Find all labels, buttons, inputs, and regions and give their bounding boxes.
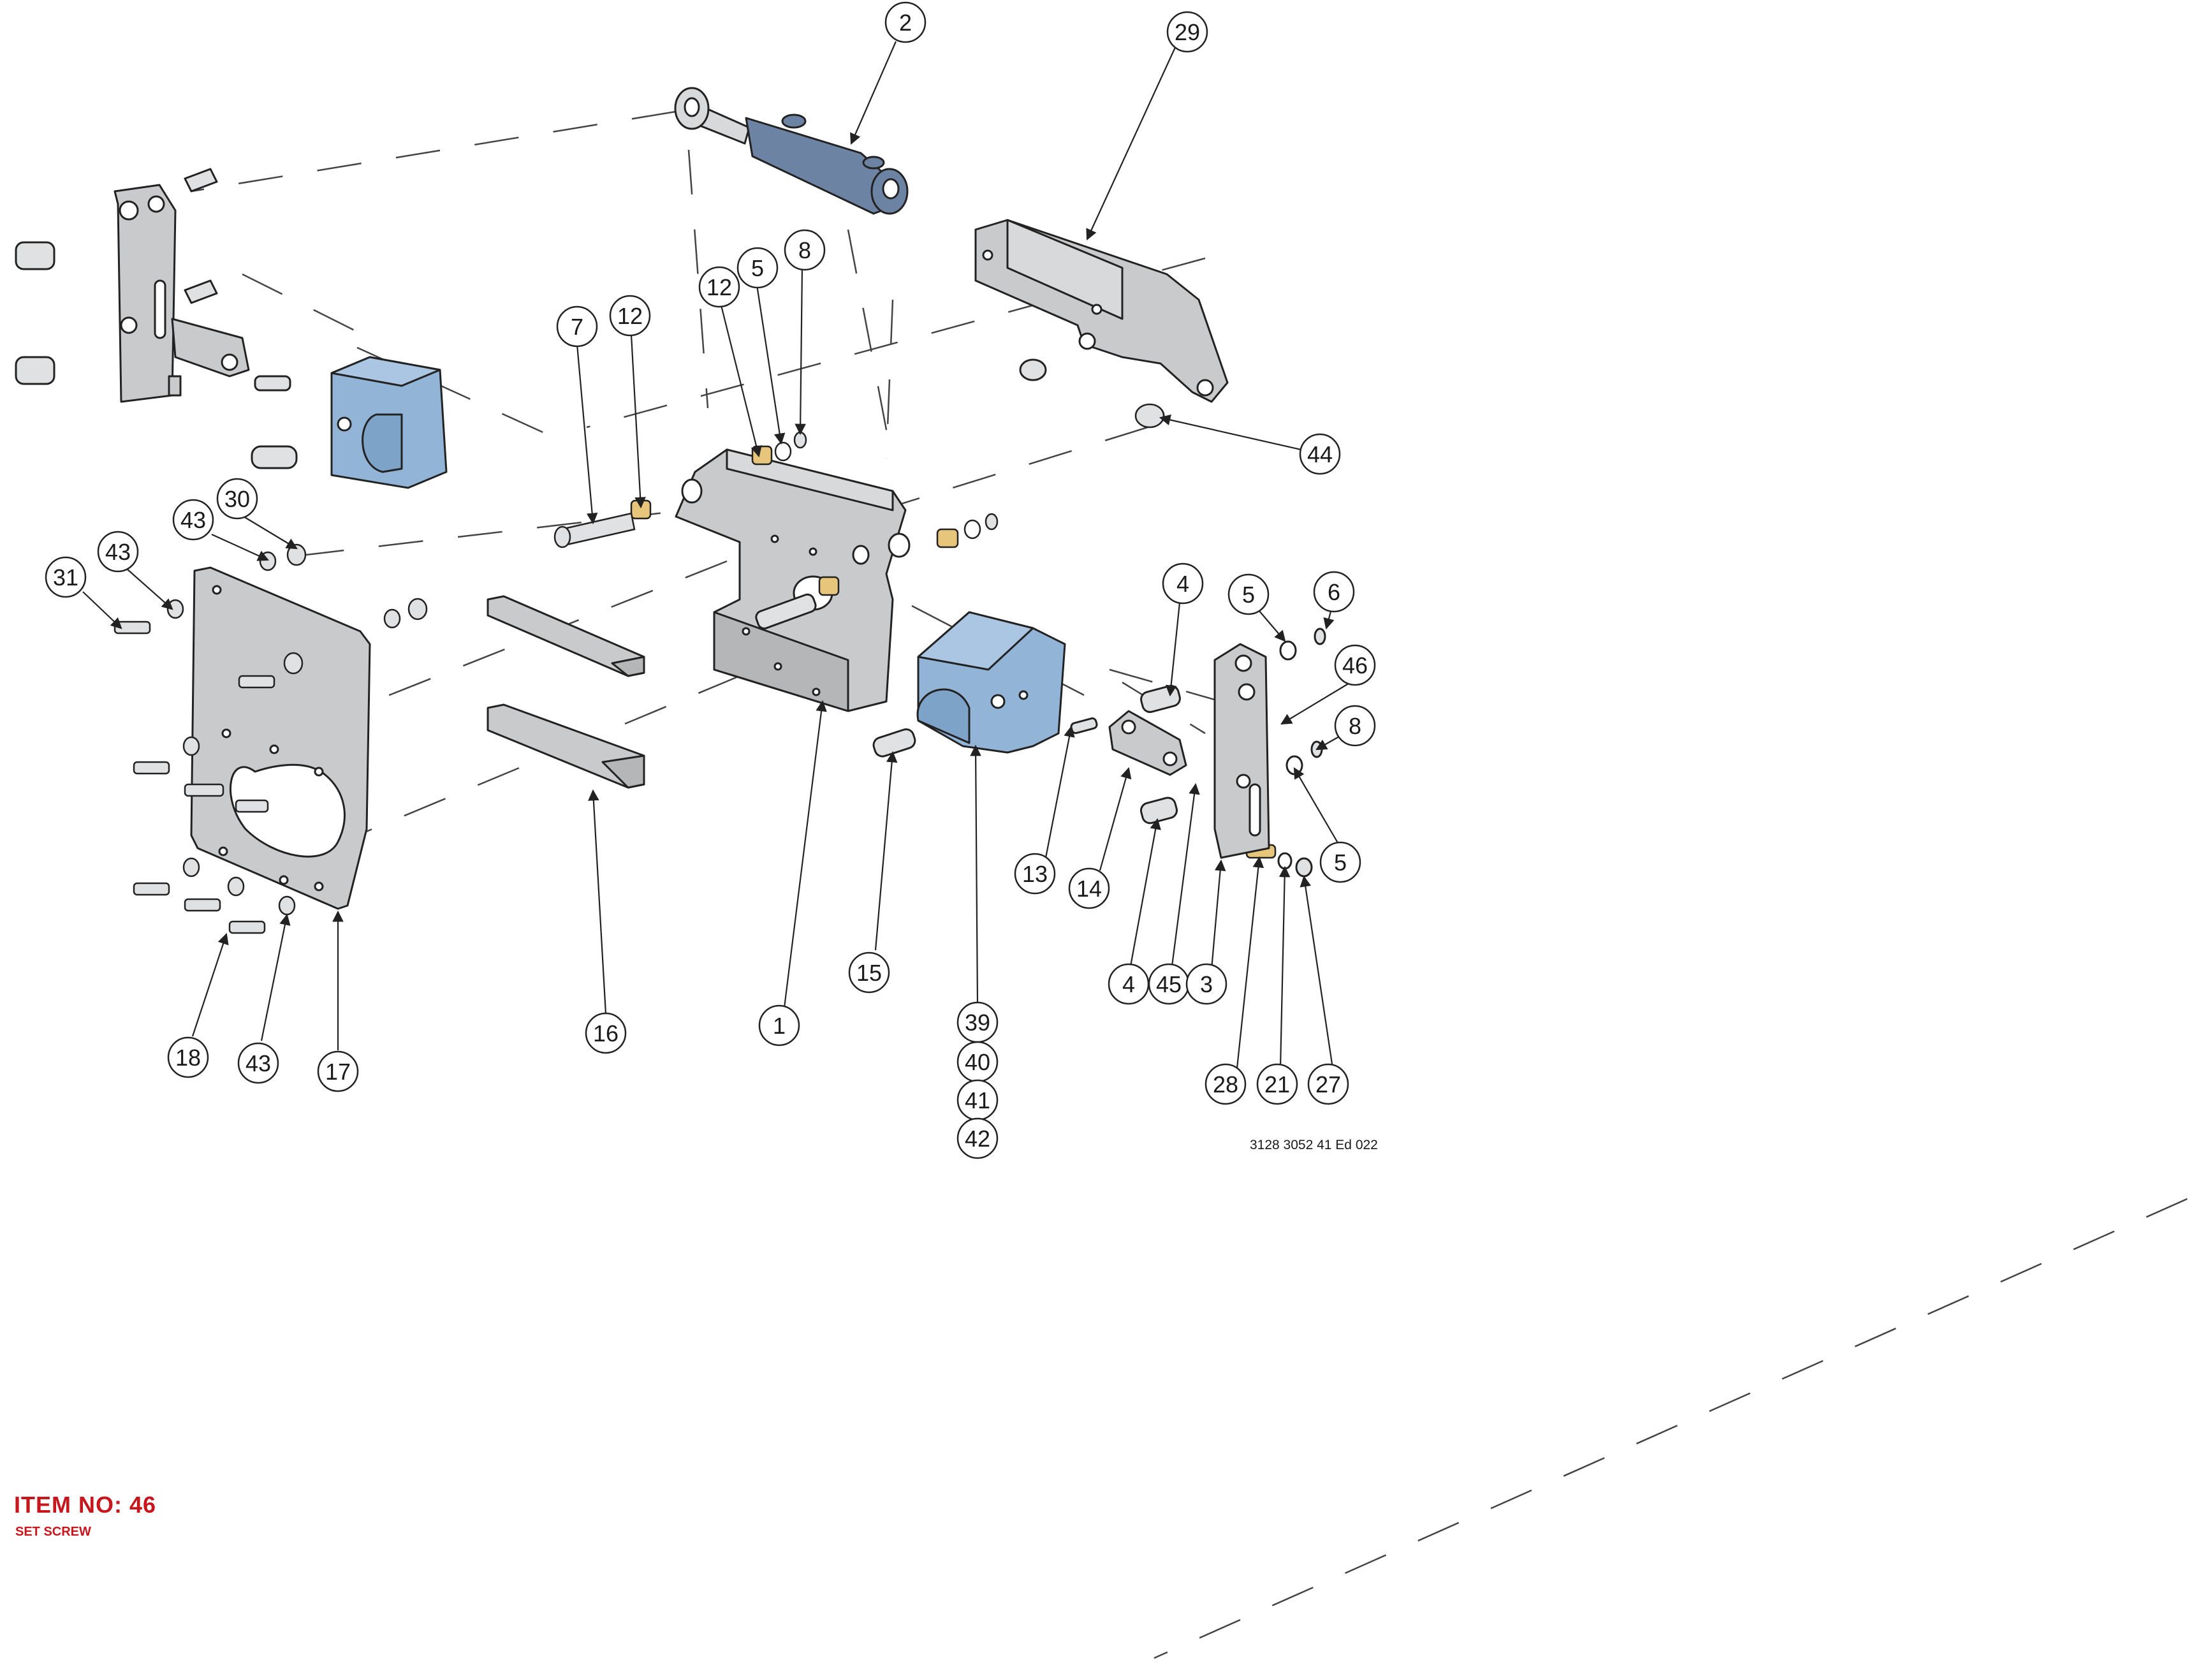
callout-42: 42 — [956, 1117, 999, 1159]
callout-5: 5 — [1319, 841, 1361, 883]
callout-15: 15 — [848, 951, 890, 994]
svg-text:39: 39 — [965, 1010, 990, 1036]
callout-45: 45 — [1148, 963, 1190, 1005]
callout-7: 7 — [556, 305, 598, 348]
right-lever-arm — [1139, 628, 1326, 878]
main-bracket — [675, 448, 911, 712]
callout-29: 29 — [1166, 11, 1208, 53]
callout-5: 5 — [736, 247, 779, 289]
callout-2: 2 — [884, 1, 927, 43]
svg-text:43: 43 — [245, 1050, 271, 1076]
item-description: SET SCREW — [15, 1525, 91, 1539]
svg-text:12: 12 — [707, 274, 732, 300]
svg-text:5: 5 — [1334, 849, 1347, 876]
callout-5: 5 — [1227, 573, 1270, 615]
svg-text:3: 3 — [1200, 971, 1213, 997]
callout-13: 13 — [1014, 853, 1056, 895]
callout-41: 41 — [956, 1079, 999, 1121]
callout-6: 6 — [1313, 571, 1355, 613]
callout-16: 16 — [585, 1012, 627, 1054]
svg-text:16: 16 — [593, 1020, 619, 1046]
svg-text:5: 5 — [1242, 582, 1255, 608]
callout-21: 21 — [1256, 1063, 1298, 1105]
callout-17: 17 — [317, 1050, 359, 1092]
svg-text:4: 4 — [1176, 571, 1189, 597]
svg-text:2: 2 — [899, 10, 912, 36]
callout-4: 4 — [1162, 562, 1204, 605]
callout-27: 27 — [1307, 1063, 1349, 1105]
svg-text:28: 28 — [1213, 1071, 1238, 1098]
svg-text:18: 18 — [175, 1045, 201, 1071]
callout-28: 28 — [1205, 1063, 1247, 1105]
callout-43: 43 — [97, 531, 139, 573]
callout-12: 12 — [609, 295, 651, 337]
callout-3: 3 — [1185, 963, 1227, 1005]
callout-leaders — [82, 41, 1351, 1069]
svg-text:14: 14 — [1076, 876, 1102, 902]
hydraulic-cylinder — [674, 87, 909, 215]
document-code: 3128 3052 41 Ed 022 — [1250, 1138, 1378, 1152]
svg-text:29: 29 — [1175, 19, 1200, 45]
spacer-44 — [1134, 403, 1165, 429]
callout-12: 12 — [698, 266, 740, 308]
svg-text:21: 21 — [1264, 1071, 1290, 1098]
svg-text:8: 8 — [1349, 713, 1361, 739]
right-blue-housing — [872, 611, 1098, 758]
angle-brackets — [487, 595, 645, 789]
svg-text:1: 1 — [773, 1013, 786, 1039]
svg-text:45: 45 — [1156, 971, 1182, 997]
callout-1: 1 — [758, 1004, 800, 1046]
callout-44: 44 — [1299, 433, 1341, 475]
svg-text:41: 41 — [965, 1087, 990, 1113]
guard-bracket — [974, 219, 1229, 427]
callout-14: 14 — [1068, 867, 1110, 909]
left-blue-housing — [251, 356, 448, 489]
callout-46: 46 — [1334, 644, 1376, 686]
svg-text:5: 5 — [751, 255, 764, 281]
svg-text:43: 43 — [105, 539, 131, 565]
svg-text:31: 31 — [53, 564, 78, 591]
svg-text:46: 46 — [1342, 652, 1368, 679]
callout-8: 8 — [1334, 705, 1376, 747]
svg-text:15: 15 — [856, 960, 882, 986]
callout-8: 8 — [784, 229, 826, 271]
callout-39: 39 — [956, 1001, 999, 1043]
svg-text:30: 30 — [224, 486, 250, 512]
bushings — [630, 445, 1277, 859]
svg-text:27: 27 — [1315, 1071, 1341, 1098]
svg-text:40: 40 — [965, 1049, 990, 1075]
callout-18: 18 — [167, 1036, 209, 1078]
link-plate — [1108, 710, 1187, 776]
mounting-plate — [190, 566, 371, 910]
svg-text:7: 7 — [571, 314, 583, 340]
callout-43: 43 — [237, 1042, 279, 1084]
callout-43: 43 — [172, 499, 214, 541]
svg-text:12: 12 — [617, 303, 643, 329]
callout-40: 40 — [956, 1041, 999, 1083]
svg-text:17: 17 — [325, 1059, 351, 1085]
item-number-title: ITEM NO: 46 — [14, 1492, 157, 1518]
svg-text:8: 8 — [798, 237, 811, 263]
svg-text:44: 44 — [1307, 441, 1333, 467]
svg-text:42: 42 — [965, 1126, 990, 1152]
svg-text:4: 4 — [1122, 971, 1135, 997]
svg-text:13: 13 — [1022, 861, 1048, 887]
left-lever-arm — [15, 168, 250, 403]
svg-text:6: 6 — [1328, 579, 1340, 605]
callout-31: 31 — [45, 556, 87, 598]
callout-bubbles: 2 29 12 5 8 7 12 44 30 43 43 31 4 5 6 46… — [45, 1, 1376, 1159]
callout-30: 30 — [216, 478, 258, 520]
callout-4: 4 — [1108, 963, 1150, 1005]
svg-text:43: 43 — [180, 507, 206, 533]
plate-fasteners — [114, 543, 428, 934]
pins-and-washers — [553, 431, 999, 548]
